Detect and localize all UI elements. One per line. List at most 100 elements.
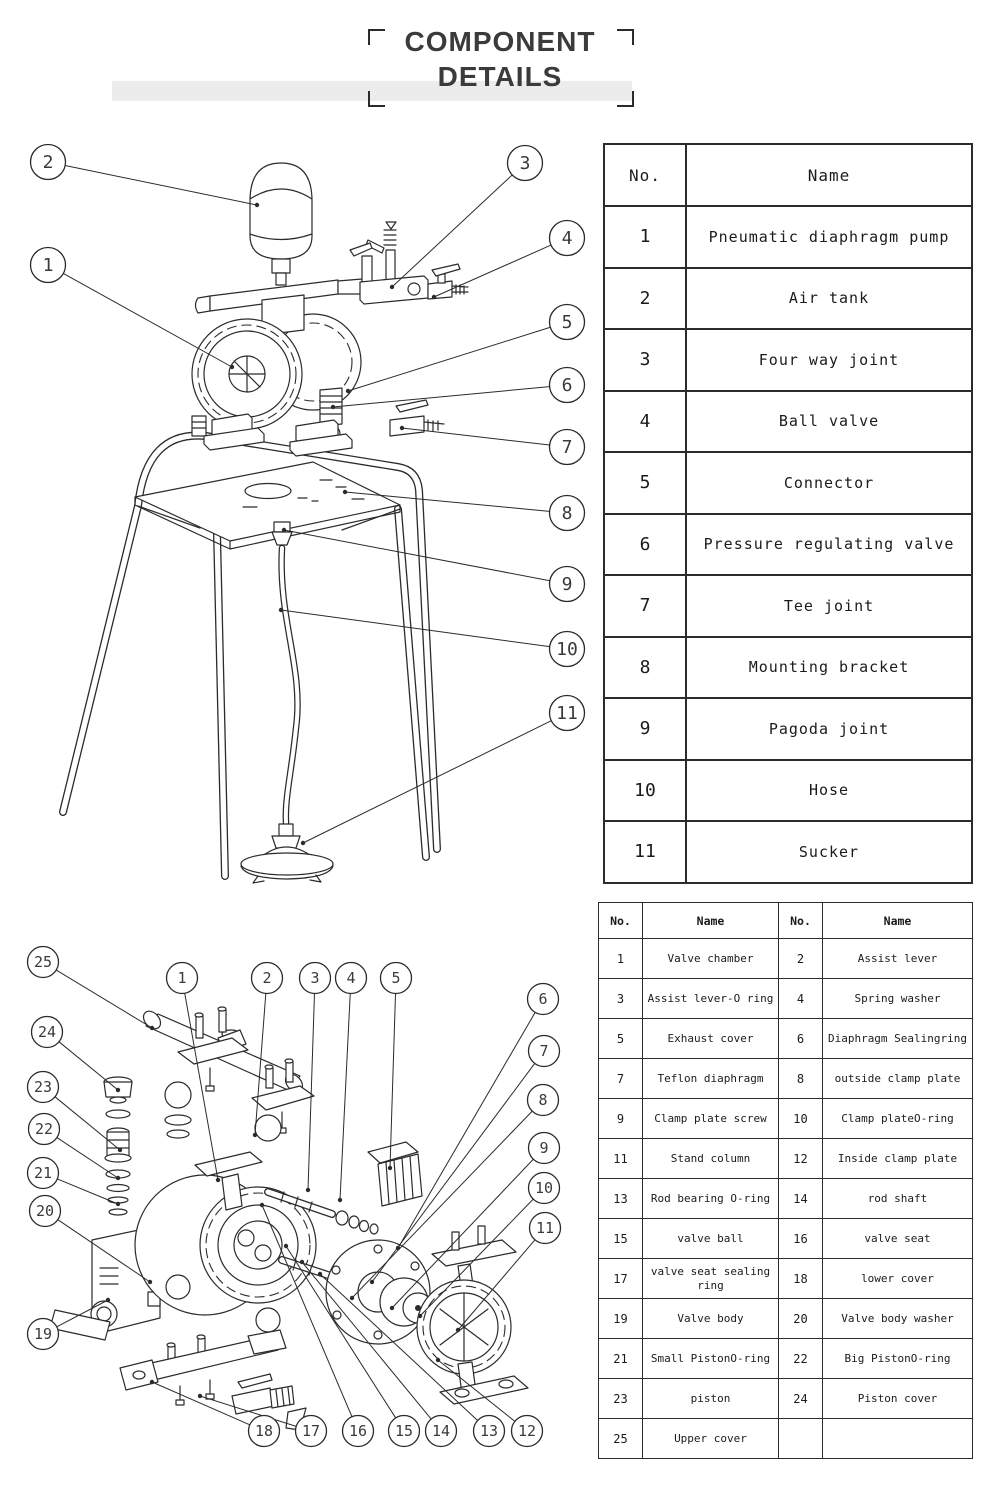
callout-9 bbox=[548, 565, 586, 603]
callout-number: 5 bbox=[391, 969, 400, 987]
leader-dot bbox=[149, 1379, 155, 1385]
leader-dot bbox=[345, 388, 351, 394]
leader-line bbox=[391, 1158, 534, 1309]
callout-number: 10 bbox=[535, 1179, 553, 1197]
part-name-cell: Mounting bracket bbox=[685, 635, 973, 699]
leader-dot bbox=[389, 1305, 395, 1311]
callout-11 bbox=[528, 1211, 562, 1245]
leader-dot bbox=[283, 1243, 289, 1249]
manifold-drawing bbox=[194, 278, 363, 314]
callout-5 bbox=[379, 961, 413, 995]
parts-table-assembly-header: No.Name bbox=[603, 143, 973, 207]
callout-17 bbox=[294, 1414, 328, 1448]
leader-dot bbox=[259, 1202, 265, 1208]
air-tank-drawing bbox=[249, 162, 313, 305]
part-number-cell: 9 bbox=[598, 1098, 643, 1139]
leader-dot bbox=[281, 527, 287, 533]
callout-number: 18 bbox=[255, 1422, 273, 1440]
leader-dot bbox=[399, 425, 405, 431]
part-number-cell: 20 bbox=[778, 1298, 823, 1339]
part-number-cell: 7 bbox=[603, 574, 687, 638]
leader-line bbox=[254, 993, 267, 1136]
part-number-cell: 13 bbox=[598, 1178, 643, 1219]
valve-chamber-drawing bbox=[134, 1151, 317, 1333]
part-number-cell: 21 bbox=[598, 1338, 643, 1379]
part-number-cell: 3 bbox=[603, 328, 687, 392]
part-number-cell: 14 bbox=[778, 1178, 823, 1219]
leader-dot bbox=[455, 1327, 461, 1333]
column-header: Name bbox=[685, 143, 973, 207]
lower-cover-drawing bbox=[416, 1225, 529, 1405]
leader-line bbox=[389, 993, 397, 1169]
part-number-cell: 5 bbox=[603, 451, 687, 515]
leader-line bbox=[391, 174, 513, 288]
callout-7 bbox=[548, 428, 586, 466]
part-name-cell: valve seat bbox=[822, 1218, 973, 1259]
part-name-cell: Rod bearing O-ring bbox=[642, 1178, 779, 1219]
part-number-cell: 6 bbox=[778, 1018, 823, 1059]
part-name-cell bbox=[822, 1418, 973, 1459]
leader-line bbox=[433, 244, 552, 298]
leader-dot bbox=[337, 1197, 343, 1203]
part-number-cell: 24 bbox=[778, 1378, 823, 1419]
callout-4 bbox=[548, 219, 586, 257]
part-number-cell: 5 bbox=[598, 1018, 643, 1059]
part-name-cell: Diaphragm Sealingring bbox=[822, 1018, 973, 1059]
callout-10 bbox=[548, 630, 586, 668]
column-header: No. bbox=[598, 902, 643, 939]
leader-line bbox=[57, 1178, 119, 1205]
callout-1 bbox=[29, 246, 67, 284]
callout-9 bbox=[527, 1131, 561, 1165]
leader-dot bbox=[389, 284, 395, 290]
part-number-cell: 11 bbox=[603, 820, 687, 884]
part-name-cell: Assist lever bbox=[822, 938, 973, 979]
leader-dot bbox=[330, 404, 336, 410]
callout-11 bbox=[548, 694, 586, 732]
part-number-cell: 6 bbox=[603, 512, 687, 576]
column-header: No. bbox=[603, 143, 687, 207]
leader-dot bbox=[342, 489, 348, 495]
leader-dot bbox=[149, 1025, 155, 1031]
leader-line bbox=[307, 993, 315, 1191]
part-number-cell: 19 bbox=[598, 1298, 643, 1339]
callout-19 bbox=[26, 1317, 60, 1351]
leader-line bbox=[57, 1219, 151, 1283]
part-number-cell: 15 bbox=[598, 1218, 643, 1259]
callout-number: 7 bbox=[562, 437, 573, 458]
leader-line bbox=[56, 1299, 109, 1328]
part-name-cell: Pressure regulating valve bbox=[685, 512, 973, 576]
part-name-cell: Pagoda joint bbox=[685, 697, 973, 761]
callout-2 bbox=[250, 961, 284, 995]
part-number-cell: 3 bbox=[598, 978, 643, 1019]
four-way-joint-drawing bbox=[349, 221, 469, 305]
leader-line bbox=[285, 1245, 397, 1419]
leader-dot bbox=[105, 1297, 111, 1303]
bracket-icon bbox=[617, 29, 634, 45]
bracket-icon bbox=[368, 29, 385, 45]
part-number-cell: 8 bbox=[603, 635, 687, 699]
part-name-cell: Sucker bbox=[685, 820, 973, 884]
callout-number: 19 bbox=[34, 1325, 52, 1343]
page-title-line2: DETAILS bbox=[437, 61, 563, 92]
part-number-cell: 17 bbox=[598, 1258, 643, 1299]
callout-25 bbox=[26, 945, 60, 979]
page-title: COMPONENT DETAILS bbox=[330, 28, 670, 91]
part-name-cell: Teflon diaphragm bbox=[642, 1058, 779, 1099]
leader-line bbox=[151, 1381, 250, 1426]
part-name-cell: Air tank bbox=[685, 266, 973, 330]
callout-number: 21 bbox=[34, 1164, 52, 1182]
leader-line bbox=[347, 326, 551, 392]
part-number-cell: 8 bbox=[778, 1058, 823, 1099]
